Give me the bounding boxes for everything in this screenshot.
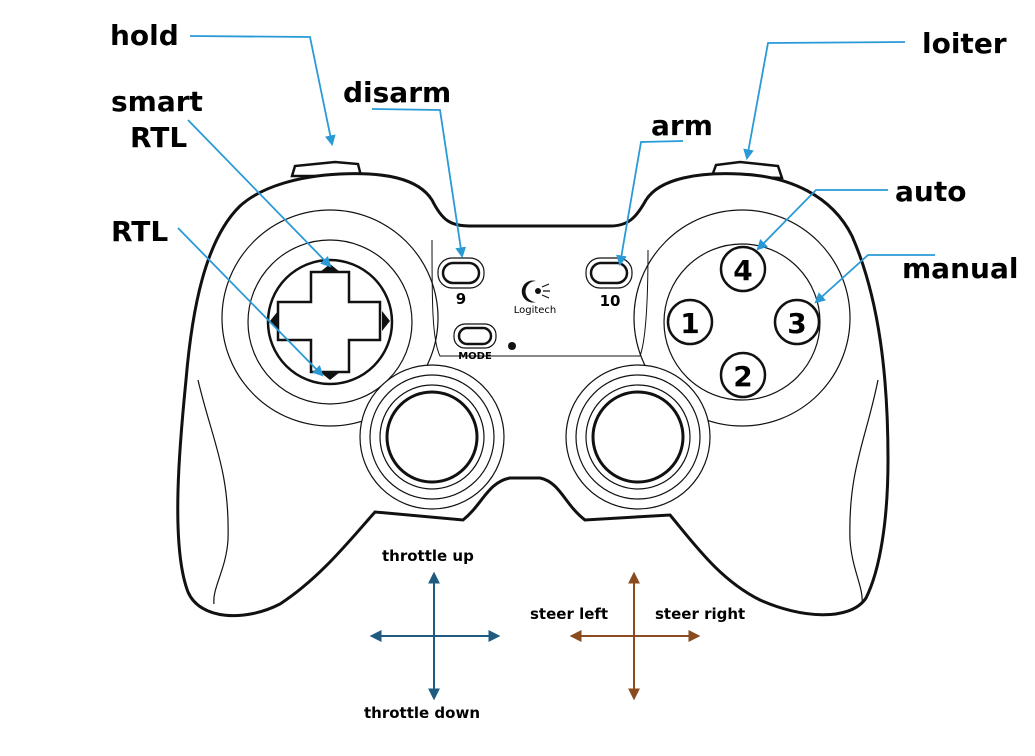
manual-callout-arrow <box>814 254 935 304</box>
dpad-right-arrow-icon <box>382 311 390 331</box>
face-button-3-label: 3 <box>787 307 806 340</box>
hold-callout-arrow <box>189 35 336 147</box>
smart-rtl-label-line1: smart <box>111 85 203 118</box>
dpad-cross[interactable] <box>276 270 382 374</box>
logitech-logo-icon <box>521 280 550 303</box>
button-9[interactable] <box>437 257 485 289</box>
rtl-label: RTL <box>111 215 169 248</box>
arm-callout-arrow <box>616 140 684 267</box>
face-button-2[interactable]: 2 <box>719 351 767 399</box>
loiter-callout-arrow <box>743 41 906 161</box>
steer-right-label: steer right <box>655 605 746 623</box>
arm-label: arm <box>651 109 713 142</box>
smart-rtl-label-line2: RTL <box>130 121 188 154</box>
face-button-4-label: 4 <box>733 254 752 287</box>
mode-button[interactable] <box>453 323 497 349</box>
left-analog-stick[interactable] <box>359 364 505 510</box>
auto-label: auto <box>895 175 967 208</box>
dpad-up-arrow-icon <box>320 264 340 272</box>
face-button-1-label: 1 <box>680 307 699 340</box>
dpad-mid-ring <box>247 239 413 405</box>
controller-body <box>176 172 890 618</box>
throttle-down-label: throttle down <box>364 704 481 722</box>
dpad-down-arrow-icon <box>320 372 340 380</box>
smart-rtl-callout-arrow <box>187 119 332 268</box>
mode-label: MODE <box>458 351 492 362</box>
face-button-1[interactable]: 1 <box>666 298 714 346</box>
button-10-label: 10 <box>600 292 621 310</box>
dpad-left-arrow-icon <box>270 311 278 331</box>
loiter-label: loiter <box>922 27 1007 60</box>
mode-indicator-led <box>508 342 516 350</box>
manual-label: manual <box>902 252 1019 285</box>
right-grip-contour <box>849 379 879 605</box>
face-button-4[interactable]: 4 <box>719 245 767 293</box>
steer-left-label: steer left <box>530 605 609 623</box>
left-grip-contour <box>197 379 229 605</box>
button-9-label: 9 <box>456 290 466 308</box>
throttle-up-label: throttle up <box>382 547 474 565</box>
face-button-2-label: 2 <box>733 360 752 393</box>
center-panel-contour <box>431 239 649 357</box>
dpad-outer-ring <box>221 209 439 427</box>
brand-label: Logitech <box>514 305 557 316</box>
rtl-callout-arrow <box>177 227 324 377</box>
face-outer-ring <box>633 209 851 427</box>
right-analog-stick[interactable] <box>565 364 711 510</box>
button-10[interactable] <box>585 257 633 289</box>
disarm-label: disarm <box>343 76 452 109</box>
hold-label: hold <box>110 19 179 52</box>
disarm-callout-arrow <box>371 108 467 259</box>
auto-callout-arrow <box>756 189 888 251</box>
face-button-3[interactable]: 3 <box>773 298 821 346</box>
